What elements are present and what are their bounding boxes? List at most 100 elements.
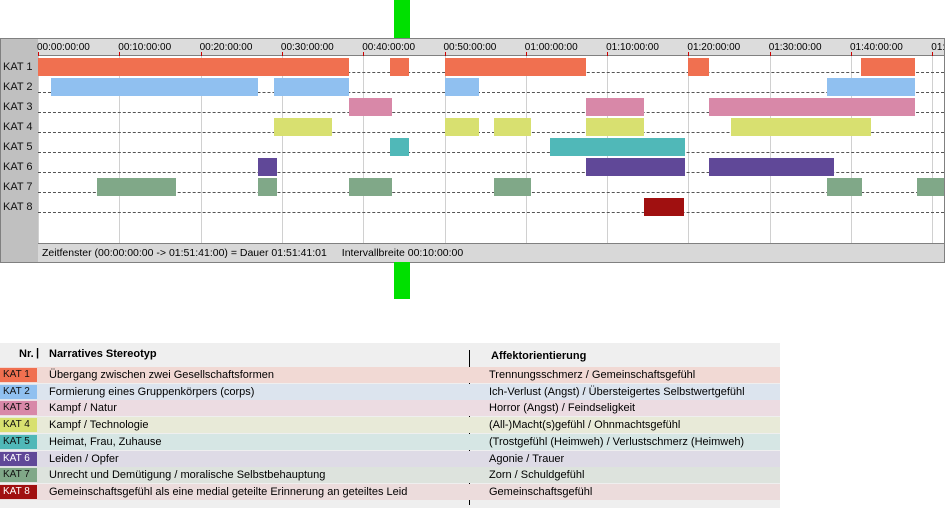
tick-label: 00:20:00:00 [199, 42, 253, 53]
legend-affect: Trennungsschmerz / Gemeinschaftsgefühl [489, 369, 696, 381]
timeline-segment[interactable] [51, 78, 259, 96]
status-window: Zeitfenster (00:00:00:00 -> 01:51:41:00)… [42, 247, 327, 259]
legend-swatch: KAT 1 [0, 368, 37, 382]
timeline-segment[interactable] [258, 158, 277, 176]
category-label: KAT 3 [3, 101, 33, 113]
legend-swatch: KAT 8 [0, 484, 37, 499]
header-nr-separator: | [36, 347, 40, 359]
timeline-segment[interactable] [826, 78, 916, 96]
legend-swatch: KAT 5 [0, 434, 37, 449]
timeline-segment[interactable] [390, 138, 409, 156]
legend-stereotype: Heimat, Frau, Zuhause [49, 435, 162, 448]
row-baseline [38, 112, 944, 113]
timeline-segment[interactable] [38, 58, 350, 76]
tick-mark [851, 52, 852, 56]
playhead-marker-bottom[interactable] [394, 262, 410, 299]
timeline-segment[interactable] [730, 118, 871, 136]
tick-label: 01:10:00:00 [606, 42, 659, 53]
legend-affect: Ich-Verlust (Angst) / Übersteigertes Sel… [489, 385, 745, 398]
tick-label: 01:40:00:00 [850, 42, 903, 53]
legend-row: KAT 1 Übergang zwischen zwei Gesellschaft… [0, 367, 780, 383]
tick-mark [363, 52, 365, 56]
legend-stereotype: Kampf / Technologie [49, 419, 149, 432]
timeline-segment[interactable] [687, 58, 709, 76]
tick-mark [38, 52, 39, 56]
legend-row: KAT 2 Formierung eines Gruppenkörpers (co… [0, 383, 780, 400]
timeline-segment[interactable] [585, 118, 644, 136]
row-baseline [38, 212, 944, 213]
tick-label: 01: [931, 42, 945, 53]
timeline-segment[interactable] [273, 78, 350, 96]
timeline-segment[interactable] [585, 98, 644, 116]
grid-line [281, 56, 283, 243]
legend-affect: Agonie / Trauer [489, 452, 565, 465]
grid-line [119, 56, 121, 243]
timeline-segment[interactable] [445, 78, 479, 96]
timeline-segment[interactable] [643, 198, 685, 216]
status-bar: Zeitfenster (00:00:00:00 -> 01:51:41:00)… [38, 243, 944, 262]
legend-swatch: KAT 3 [0, 401, 37, 416]
timeline-segment[interactable] [550, 138, 686, 156]
timeline-segment[interactable] [494, 178, 531, 196]
timeline-segment[interactable] [585, 158, 686, 176]
tick-label: 01:20:00:00 [687, 42, 741, 53]
category-label: KAT 6 [3, 161, 33, 173]
header-nr: Nr. [19, 348, 34, 360]
legend-swatch: KAT 6 [0, 451, 37, 466]
playhead-marker-top[interactable] [394, 0, 410, 40]
tick-mark [525, 52, 527, 56]
tick-label: 00:40:00:00 [362, 42, 416, 53]
row-baseline [38, 172, 944, 173]
category-label: KAT 7 [3, 181, 33, 193]
category-label: KAT 4 [3, 121, 33, 133]
category-label: KAT 2 [3, 81, 33, 93]
legend-stereotype: Gemeinschaftsgefühl als eine medial gete… [49, 485, 408, 498]
timeline-segment[interactable] [708, 98, 916, 116]
tick-mark [932, 52, 934, 56]
tick-mark [607, 52, 609, 56]
timeline-segment[interactable] [826, 178, 863, 196]
timeline-segment[interactable] [273, 118, 333, 136]
category-label: KAT 8 [3, 201, 33, 213]
grid-line [363, 56, 365, 243]
legend-affect: (All-)Macht(s)gefühl / Ohnmachtsgefühl [489, 419, 681, 432]
tick-mark [769, 52, 771, 56]
legend-row: KAT 8 Gemeinschaftsgefühl als eine medial… [0, 483, 780, 500]
legend-stereotype: Formierung eines Gruppenkörpers (corps) [49, 385, 255, 398]
timeline-segment[interactable] [390, 58, 409, 76]
timeline-plot[interactable] [38, 56, 944, 243]
tick-label: 00:50:00:00 [443, 42, 497, 53]
tick-label: 00:10:00:00 [118, 42, 172, 53]
legend-stereotype: Übergang zwischen zwei Gesellschaftsform… [49, 369, 274, 381]
timeline-segment[interactable] [349, 178, 393, 196]
legend-header: Nr. | Narratives Stereotyp Affektorienti… [0, 343, 780, 365]
legend-swatch: KAT 4 [0, 418, 37, 433]
row-baseline [38, 192, 944, 193]
header-affect: Affektorientierung [491, 350, 587, 362]
header-stereotype: Narratives Stereotyp [49, 348, 157, 360]
timeline-segment[interactable] [445, 118, 479, 136]
timeline-segment[interactable] [860, 58, 916, 76]
legend-swatch: KAT 2 [0, 384, 37, 399]
timeline-segment[interactable] [445, 58, 586, 76]
grid-line [688, 56, 690, 243]
timeline-segment[interactable] [916, 178, 944, 196]
grid-line [200, 56, 202, 243]
category-label: KAT 1 [3, 61, 33, 73]
timeline-segment[interactable] [96, 178, 177, 196]
legend-stereotype: Unrecht und Demütigung / moralische Selb… [49, 469, 326, 482]
timeline-segment[interactable] [258, 178, 277, 196]
grid-line [444, 56, 446, 243]
tick-mark [200, 52, 202, 56]
legend-row: KAT 4 Kampf / Technologie (All-)Macht(s)ge… [0, 417, 780, 434]
timeline-segment[interactable] [708, 158, 834, 176]
row-baseline [38, 152, 944, 153]
timeline-segment[interactable] [349, 98, 393, 116]
timeline-segment[interactable] [494, 118, 531, 136]
row-baseline [38, 92, 944, 93]
